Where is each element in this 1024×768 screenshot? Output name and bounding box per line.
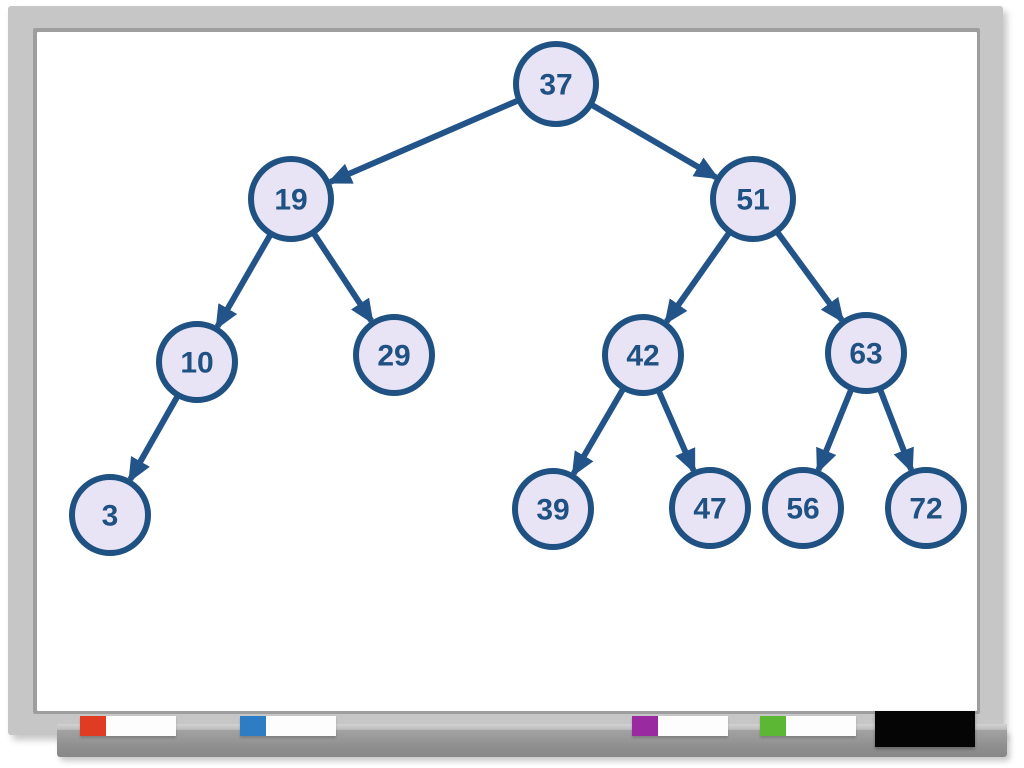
red-marker-cap (80, 716, 106, 736)
marker-tray (57, 730, 1007, 757)
blue-marker-cap (240, 716, 266, 736)
eraser[interactable] (875, 711, 975, 747)
tray-lip (57, 724, 1007, 732)
whiteboard-surface (37, 32, 977, 711)
red-marker[interactable] (80, 716, 176, 736)
blue-marker-body (266, 716, 336, 736)
red-marker-body (106, 716, 176, 736)
whiteboard-frame (8, 6, 1003, 735)
purple-marker-cap (632, 716, 658, 736)
purple-marker-body (658, 716, 728, 736)
blue-marker[interactable] (240, 716, 336, 736)
green-marker-cap (760, 716, 786, 736)
green-marker[interactable] (760, 716, 856, 736)
green-marker-body (786, 716, 856, 736)
purple-marker[interactable] (632, 716, 728, 736)
